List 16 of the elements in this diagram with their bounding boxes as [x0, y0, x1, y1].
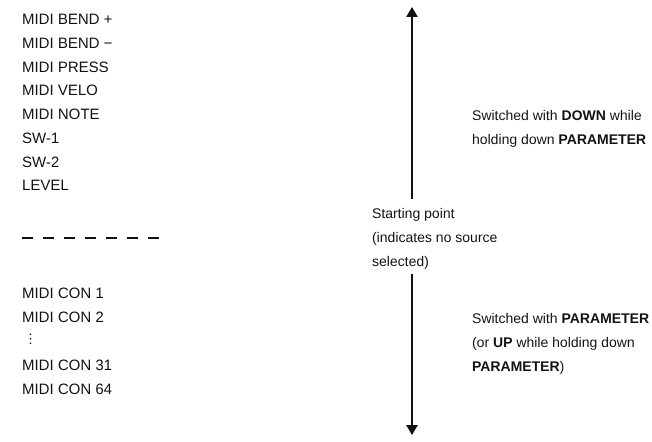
source-item: MIDI CON 31	[22, 357, 112, 375]
source-item: MIDI CON 1	[22, 285, 104, 303]
source-item: SW-2	[22, 154, 60, 172]
source-item: SW-1	[22, 130, 60, 148]
source-item: MIDI CON 2	[22, 309, 104, 327]
source-item: MIDI CON 64	[22, 381, 112, 399]
source-item: MIDI PRESS	[22, 59, 109, 77]
source-item: MIDI BEND −	[22, 35, 112, 53]
note-text: Switched with DOWN while holding down PARAMETER	[472, 106, 648, 149]
vertical-ellipsis: ⋮	[24, 330, 37, 348]
source-item: MIDI VELO	[22, 82, 98, 100]
source-item: MIDI NOTE	[22, 106, 100, 124]
source-item: MIDI BEND +	[22, 11, 112, 29]
note-text: Switched with PARAMETER (or UP while holding down PARAMETER)	[472, 309, 650, 376]
source-item: LEVEL	[22, 177, 69, 195]
start-point-label: Starting point (indicates no source selected)	[372, 204, 498, 271]
